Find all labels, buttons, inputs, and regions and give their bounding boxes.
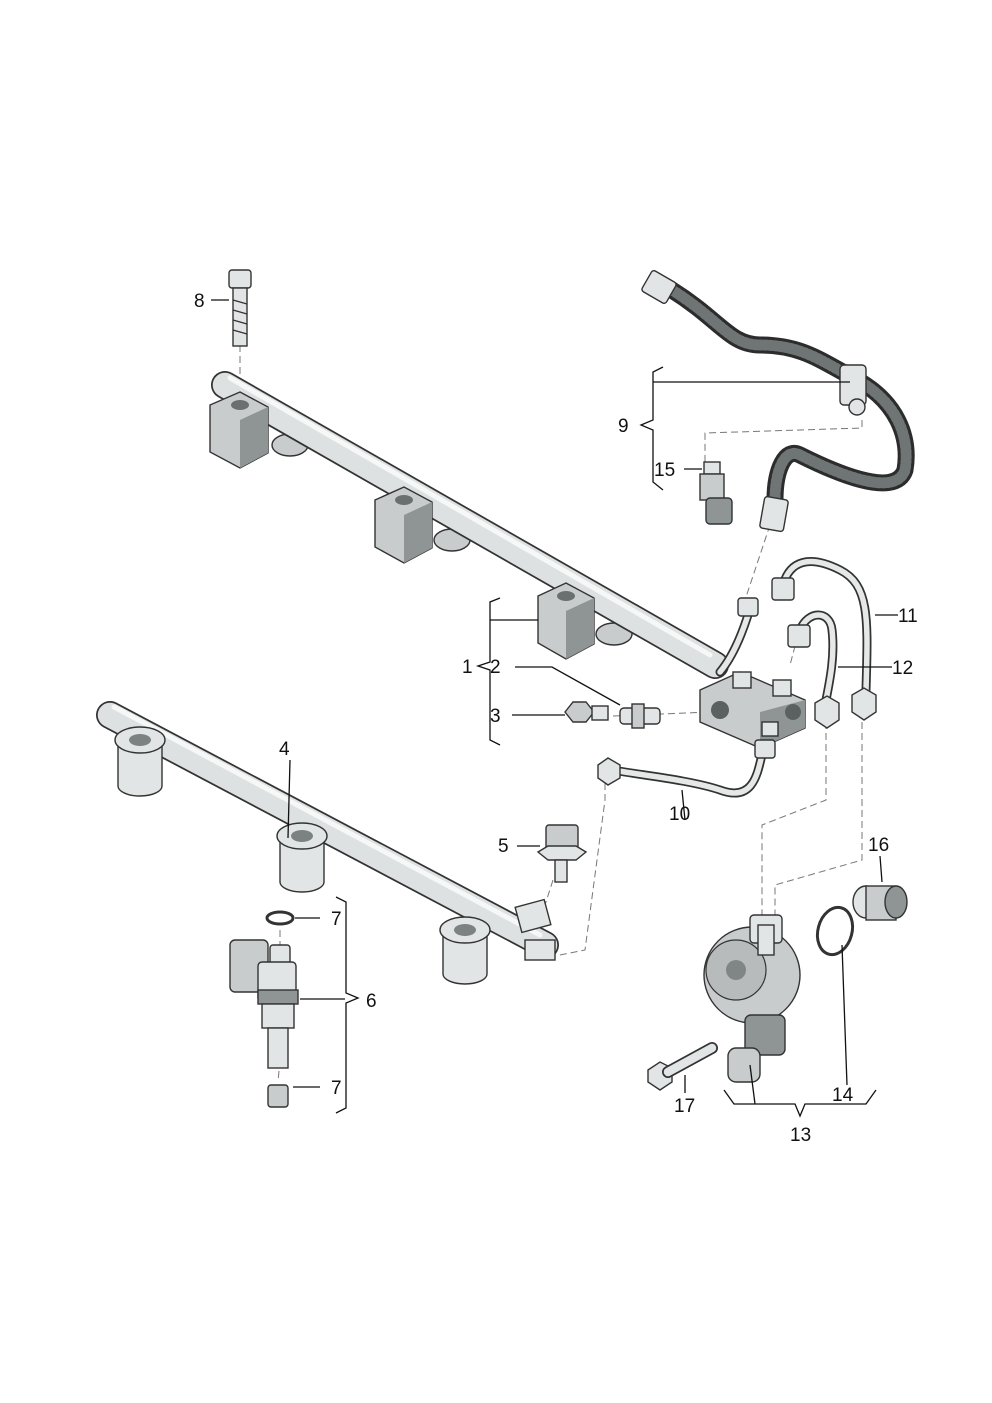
- fuel-injector-6: [229, 939, 299, 1069]
- rail-end-block: [699, 671, 806, 749]
- callout-10: 10: [669, 804, 690, 825]
- seal-ring-7-lower: [267, 1084, 289, 1108]
- callout-3: 3: [490, 706, 501, 727]
- high-pressure-pump-13: [703, 914, 801, 1083]
- callout-15: 15: [654, 460, 675, 481]
- lower-rail-cup-2: [276, 822, 328, 893]
- callout-7-lower: 7: [331, 1078, 342, 1099]
- bracket-1: [475, 597, 501, 746]
- rail-mount-block-2: [374, 486, 433, 564]
- bracket-6: [335, 896, 360, 1114]
- callout-7-upper: 7: [331, 909, 342, 930]
- bracket-9: [639, 366, 664, 491]
- callout-12: 12: [892, 658, 913, 679]
- high-pressure-pipe-11: [771, 557, 877, 721]
- callout-13: 13: [790, 1125, 811, 1146]
- callout-14: 14: [832, 1085, 854, 1106]
- lower-rail-cup-1: [114, 726, 166, 797]
- fuel-hose-9: [641, 270, 915, 533]
- lower-rail-cup-3: [439, 916, 491, 985]
- bolt-17: [647, 1042, 718, 1091]
- lower-fuel-rail: [96, 701, 559, 985]
- callout-6: 6: [366, 991, 377, 1012]
- callout-2: 2: [490, 657, 501, 678]
- rail-mount-block-3: [537, 582, 595, 660]
- callout-1: 1: [462, 657, 473, 678]
- callout-labels: 1 2 3 4 5 6 7 7 8 9 10 11 12 13 14 15 16…: [194, 291, 918, 1146]
- callout-9: 9: [618, 416, 629, 437]
- pressure-sensor-15: [699, 461, 733, 525]
- high-pressure-pipe-10: [597, 739, 776, 798]
- fuel-pressure-sensor-5: [536, 824, 588, 883]
- rail-inlet-pipe: [715, 597, 759, 677]
- high-pressure-pipe-12: [787, 610, 840, 729]
- callout-17: 17: [674, 1096, 695, 1117]
- o-ring-7-upper: [265, 910, 295, 926]
- upper-fuel-rail: [209, 371, 806, 749]
- bracket-13: [723, 1089, 877, 1118]
- bolt-8: [228, 269, 252, 347]
- callout-11: 11: [898, 606, 918, 627]
- relief-valve-2: [619, 703, 661, 729]
- callout-5: 5: [498, 836, 509, 857]
- rail-mount-block-1: [209, 391, 269, 469]
- callout-16: 16: [868, 835, 889, 856]
- callout-4: 4: [279, 739, 290, 760]
- leader-lines: [211, 299, 898, 1105]
- screw-plug-3: [564, 701, 609, 723]
- callout-8: 8: [194, 291, 205, 312]
- o-ring-14: [815, 905, 855, 957]
- roller-tappet-16: [852, 885, 908, 921]
